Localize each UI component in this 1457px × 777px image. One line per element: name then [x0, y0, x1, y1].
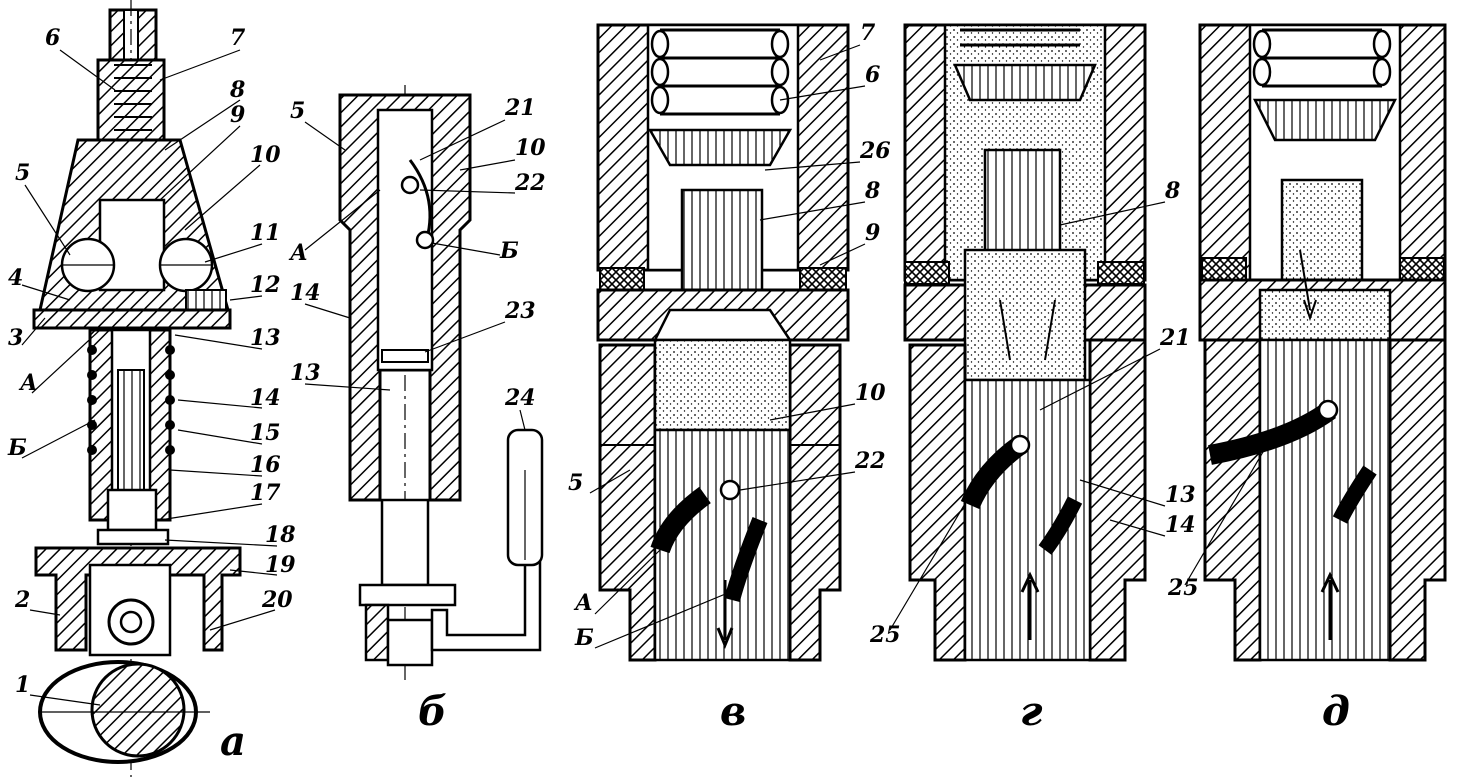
- labels-panel-d: 25: [1167, 439, 1271, 601]
- label-b-5: 5: [290, 98, 305, 124]
- label-v-22: 22: [854, 448, 886, 474]
- panel-a-pump-section: [32, 0, 242, 777]
- label-a-11: 11: [250, 220, 281, 246]
- label-b-24: 24: [504, 385, 536, 411]
- caption-v: в: [720, 688, 746, 735]
- label-v-7: 7: [860, 20, 876, 46]
- label-v-9: 9: [865, 220, 880, 246]
- panel-d-section: [1198, 23, 1447, 662]
- label-a-8: 8: [229, 77, 245, 103]
- label-b-10: 10: [515, 135, 546, 161]
- label-b-A: А: [288, 240, 308, 266]
- caption-b: б: [418, 688, 447, 735]
- label-a-2: 2: [14, 587, 30, 613]
- labels-panel-g: 8 21 13 14 25: [869, 178, 1196, 648]
- label-b-22: 22: [514, 170, 546, 196]
- label-a-7: 7: [230, 25, 246, 51]
- label-a-18: 18: [265, 522, 296, 548]
- label-v-10: 10: [855, 380, 886, 406]
- caption-a: а: [220, 718, 246, 765]
- label-a-10: 10: [250, 142, 281, 168]
- label-g-14: 14: [1165, 512, 1196, 538]
- caption-g: г: [1020, 688, 1043, 735]
- label-a-6: 6: [45, 25, 60, 51]
- label-g-21: 21: [1159, 325, 1191, 351]
- label-a-17: 17: [250, 480, 281, 506]
- labels-panel-a: 6 7 8 9 10 5 11 4 12 3 13 А 14 Б 15 16 1…: [7, 25, 296, 706]
- label-a-16: 16: [250, 452, 281, 478]
- labels-panel-v: 7 6 26 8 9 10 5 22 А Б: [568, 20, 891, 651]
- label-b-23: 23: [504, 298, 536, 324]
- label-g-13: 13: [1165, 482, 1196, 508]
- label-v-B: Б: [574, 625, 594, 651]
- label-v-5: 5: [568, 470, 583, 496]
- caption-d: д: [1322, 688, 1350, 735]
- labels-panel-b: 5 21 10 22 А Б 14 23 13 24: [288, 95, 546, 431]
- label-a-12: 12: [250, 272, 281, 298]
- label-a-5: 5: [15, 160, 30, 186]
- label-a-13: 13: [250, 325, 281, 351]
- label-b-14: 14: [290, 280, 321, 306]
- label-a-A: А: [18, 370, 38, 396]
- label-v-A: А: [573, 590, 593, 616]
- label-a-15: 15: [250, 420, 281, 446]
- label-b-13: 13: [290, 360, 321, 386]
- label-b-21: 21: [504, 95, 536, 121]
- label-b-B: Б: [499, 238, 519, 264]
- label-g-25: 25: [869, 622, 901, 648]
- label-a-3: 3: [8, 325, 23, 351]
- label-v-26: 26: [859, 138, 891, 164]
- label-a-9: 9: [230, 102, 245, 128]
- panel-v-section: [596, 23, 850, 662]
- panel-g-section: [903, 23, 1147, 662]
- label-a-4: 4: [8, 265, 23, 291]
- label-v-8: 8: [864, 178, 880, 204]
- label-a-1: 1: [15, 672, 30, 698]
- panel-b-plunger-assembly: [338, 85, 544, 680]
- label-g-8: 8: [1164, 178, 1180, 204]
- label-a-14: 14: [250, 385, 281, 411]
- panel-captions: а б в г д: [220, 688, 1350, 765]
- label-a-B: Б: [7, 435, 27, 461]
- label-d-25: 25: [1167, 575, 1199, 601]
- label-a-20: 20: [261, 587, 293, 613]
- label-v-6: 6: [865, 62, 880, 88]
